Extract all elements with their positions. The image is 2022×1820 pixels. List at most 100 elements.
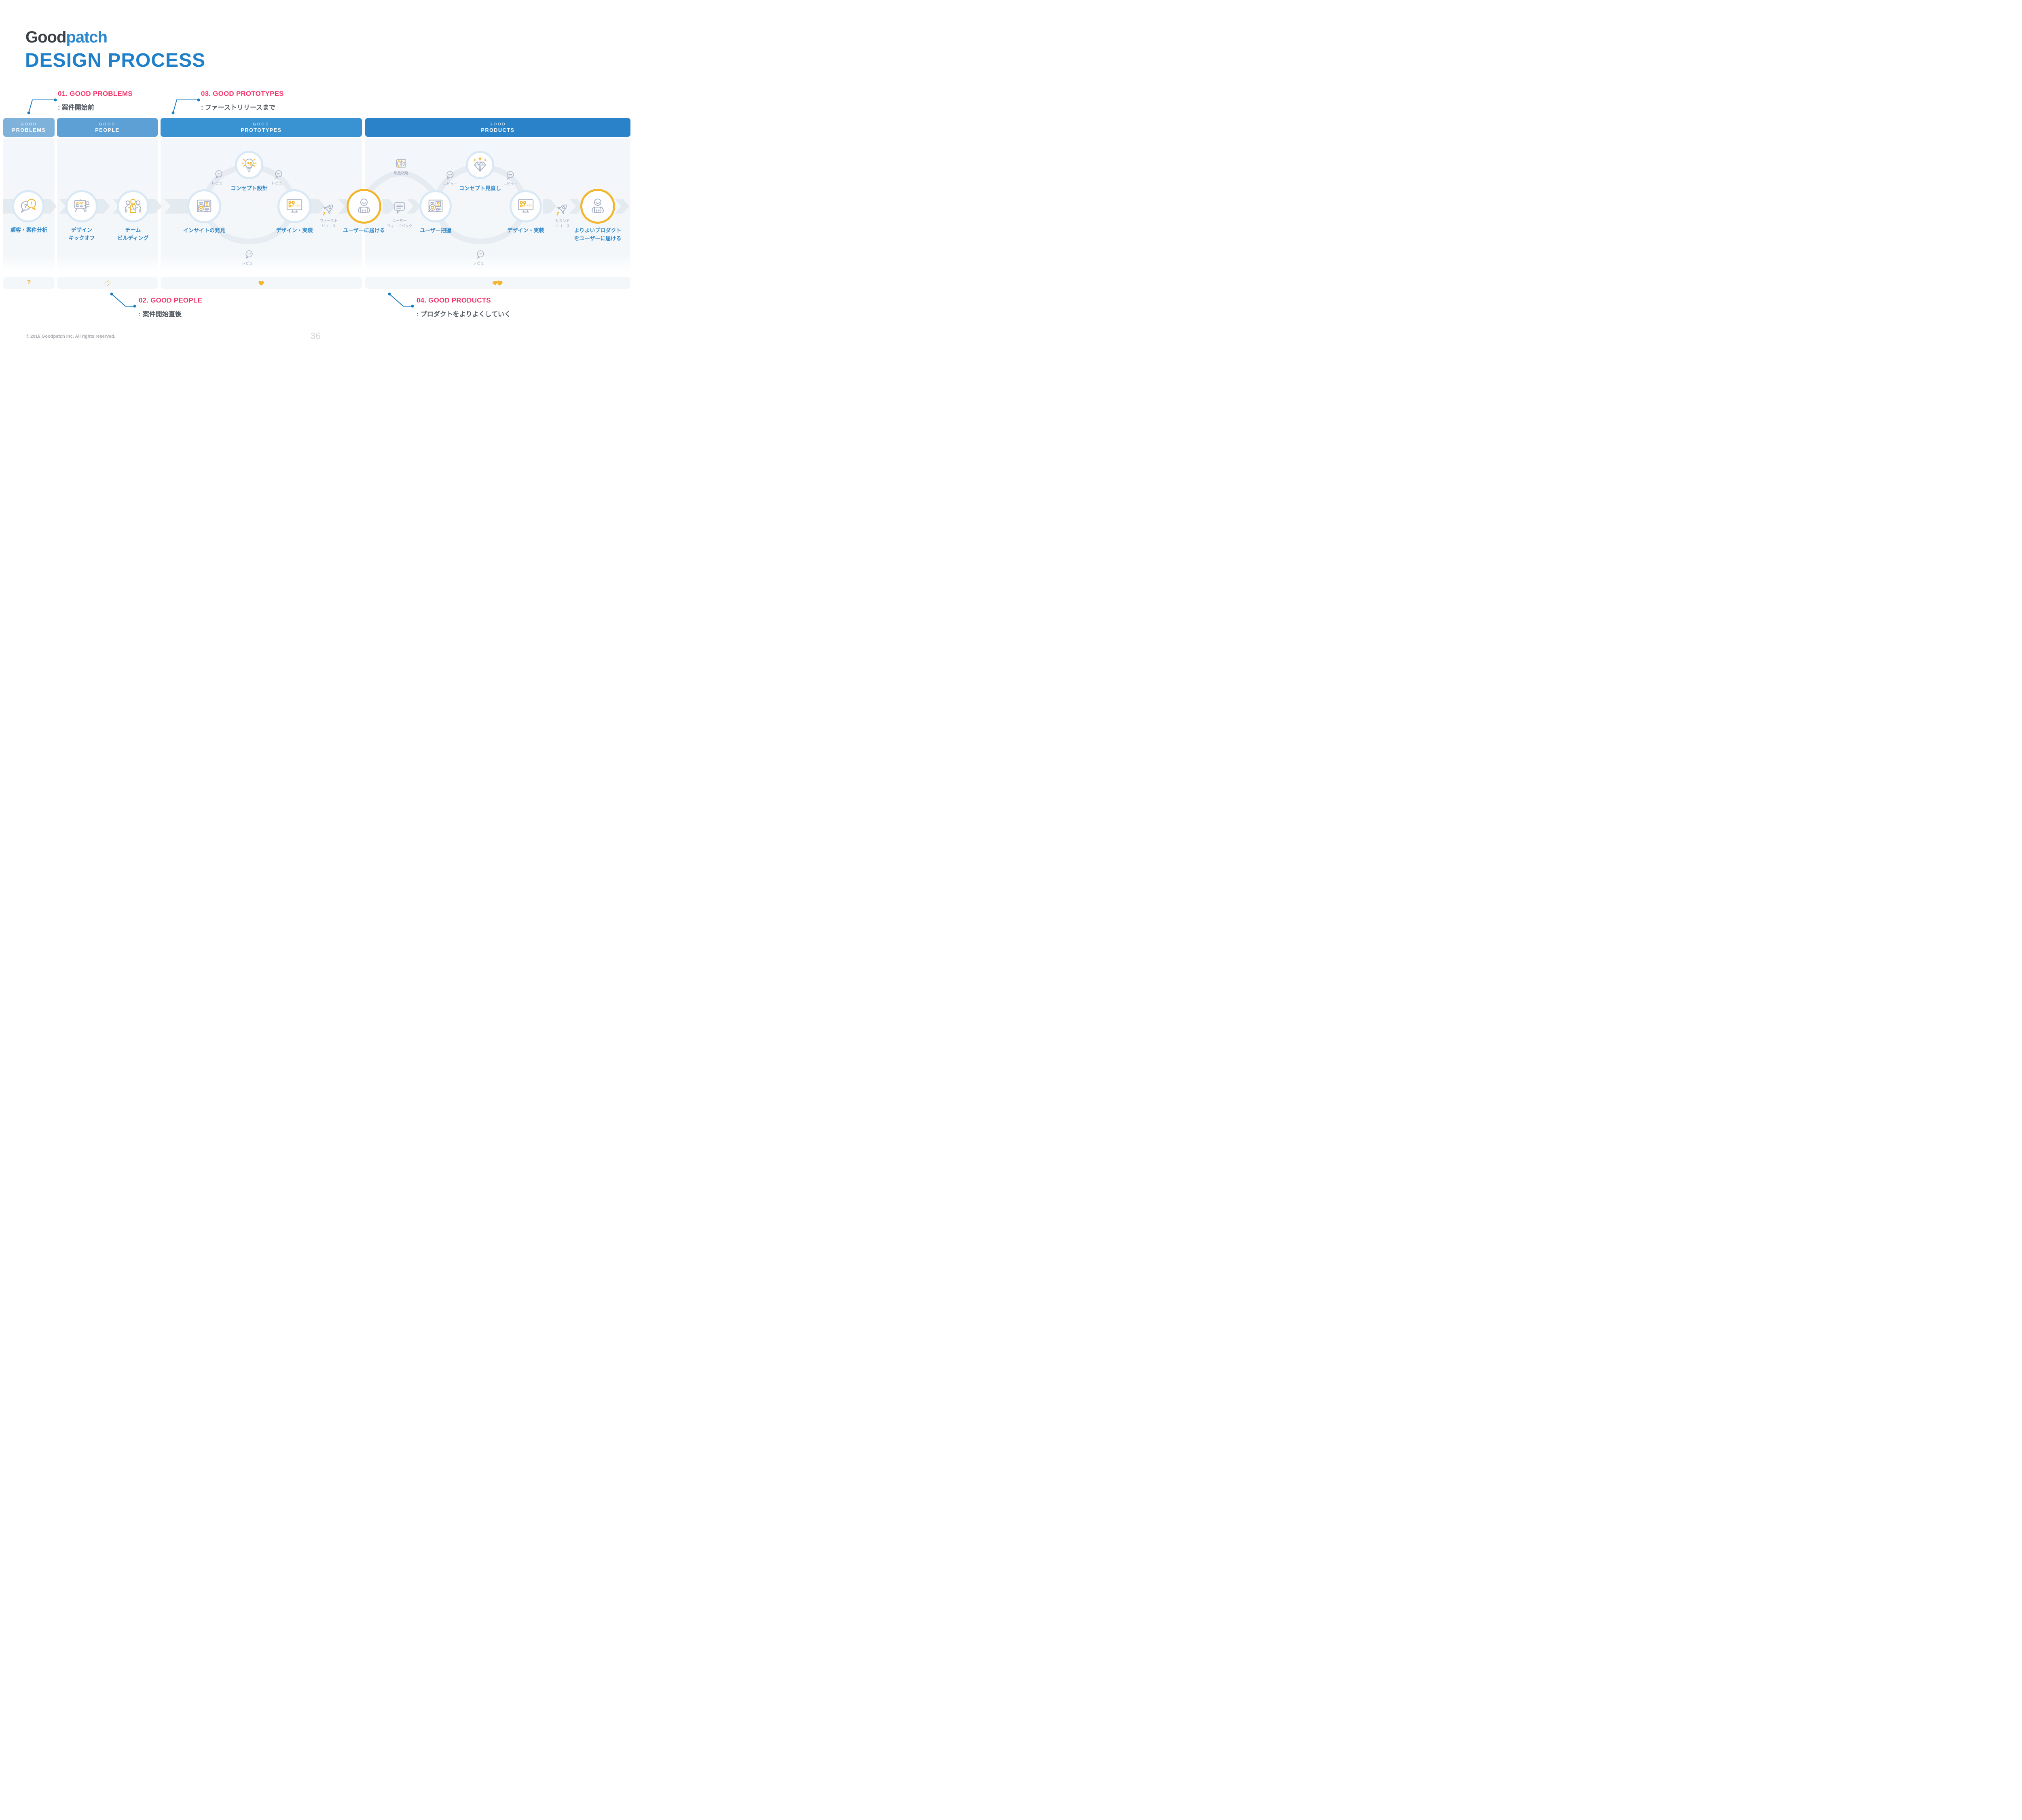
first-release-label: ファースト リリース <box>317 218 341 229</box>
review-label-products-bottom: レビュー <box>473 261 488 265</box>
strip-good-products <box>365 277 630 289</box>
kickoff-line1: デザイン <box>71 227 92 233</box>
header-good-problems-line1: GOOD <box>20 122 38 127</box>
review-bubble-icon-products-left <box>446 171 455 180</box>
step-label-design-implementation-2: デザイン・実装 <box>507 227 544 233</box>
review-bubble-icon-prototypes-left <box>214 170 223 180</box>
review-label-products-right: レビュー <box>503 182 518 186</box>
question-mark-icon: ? <box>27 279 31 286</box>
page-number: 36 <box>311 331 321 341</box>
review-bubble-icon-products-right <box>506 171 515 180</box>
monitor-code-icon: </> <box>518 199 534 213</box>
rocket-first-release-icon <box>322 203 336 216</box>
feedback-line2: フィードバック <box>387 224 412 229</box>
kickoff-line2: キックオフ <box>68 235 95 241</box>
user-feedback-icon <box>393 200 406 215</box>
person-holding-box-smile-icon <box>592 199 604 213</box>
step-node-deliver-to-users <box>347 189 381 224</box>
person-holding-box-icon <box>358 199 370 213</box>
review-bubble-icon-prototypes-right <box>274 170 283 180</box>
step-node-customer-analysis: ? ! <box>12 190 44 222</box>
rocket-second-release-icon <box>556 203 569 216</box>
callout-03-label: 03. GOOD PROTOTYPES <box>201 90 284 97</box>
step-label-user-grasp: ユーザー把握 <box>420 227 451 233</box>
user-feedback-label: ユーザー フィードバック <box>385 218 414 229</box>
feedback-line1: ユーザー <box>392 219 407 223</box>
team-people-icon <box>125 199 142 213</box>
review-label-prototypes-bottom: レビュー <box>241 261 256 265</box>
column-header-good-people: GOOD PEOPLE <box>57 118 158 137</box>
step-label-deliver-better-product: よりよいプロダクト をユーザーに届ける <box>562 226 633 242</box>
first-release-line2: リリース <box>321 224 336 229</box>
first-release-line1: ファースト <box>319 219 338 223</box>
column-header-good-products: GOOD PRODUCTS <box>365 118 630 137</box>
header-good-products-line2: PRODUCTS <box>481 127 515 133</box>
strip-good-prototypes <box>161 277 362 289</box>
insight-document-magnifier-icon <box>197 199 212 212</box>
callout-04-desc: : プロダクトをよりよくしていく <box>417 311 511 318</box>
review-label-products-left: レビュー <box>442 182 457 186</box>
deliver-better-line1: よりよいプロダクト <box>574 227 622 233</box>
deliver-better-line2: をユーザーに届ける <box>574 235 622 241</box>
copyright-text: © 2016 Goodpatch Inc. All rights reserve… <box>26 334 116 339</box>
kickoff-whiteboard-icon: WOW <box>74 199 90 212</box>
step-label-customer-analysis: 顧客・案件分析 <box>10 227 47 233</box>
second-release-line2: リリース <box>555 224 570 229</box>
review-bubble-icon-products-bottom <box>476 250 485 260</box>
step-node-deliver-better-product <box>580 189 615 224</box>
diamond-sparkle-icon <box>473 156 487 172</box>
step-node-design-kickoff: WOW <box>66 190 98 222</box>
user-research-magnifier-icon <box>428 199 443 212</box>
column-header-good-prototypes: GOOD PROTOTYPES <box>161 118 362 137</box>
heart-icon <box>258 281 264 286</box>
double-heart-icon <box>493 280 503 286</box>
header-good-prototypes-line1: GOOD <box>253 122 270 127</box>
callout-01-desc: : 案件開始前 <box>58 104 94 111</box>
header-good-people-line2: PEOPLE <box>95 127 120 133</box>
second-release-label: セカンド リリース <box>550 218 575 229</box>
callout-02-desc: : 案件開始直後 <box>139 311 182 318</box>
logo-patch-text: patch <box>66 28 108 46</box>
header-good-problems-line2: PROBLEMS <box>12 127 46 133</box>
header-good-prototypes-line2: PROTOTYPES <box>241 127 282 133</box>
step-node-concept-design <box>235 151 263 179</box>
svg-text:</>: </> <box>527 203 531 207</box>
svg-text:WOW: WOW <box>76 201 84 205</box>
step-node-design-implementation-1: </> <box>277 189 311 223</box>
step-node-concept-revisit <box>466 151 494 179</box>
step-node-design-implementation-2: </> <box>510 190 542 222</box>
team-line2: ビルディング <box>117 235 149 241</box>
callout-04-label: 04. GOOD PRODUCTS <box>417 296 491 304</box>
header-good-people-line1: GOOD <box>99 122 116 127</box>
step-node-team-building <box>117 190 149 222</box>
goodpatch-logo: Goodpatch <box>25 28 108 46</box>
column-header-good-problems: GOOD PROBLEMS <box>3 118 55 137</box>
step-label-design-implementation-1: デザイン・実装 <box>276 227 313 233</box>
team-line1: チーム <box>125 227 141 233</box>
product-strategy-label: 製品戦略 <box>393 171 408 175</box>
svg-text:!: ! <box>30 201 32 207</box>
review-label-prototypes-left: レビュー <box>211 181 226 185</box>
chat-question-exclamation-icon: ? ! <box>21 199 36 214</box>
step-node-user-grasp <box>419 190 452 222</box>
strip-good-problems: ? <box>3 277 55 289</box>
dotted-heart-icon <box>104 280 110 286</box>
review-bubble-icon-prototypes-bottom <box>245 250 254 260</box>
step-node-insight-discovery <box>187 189 221 223</box>
callout-03-desc: : ファーストリリースまで <box>201 104 276 111</box>
second-release-line1: セカンド <box>555 219 570 223</box>
svg-text:</>: </> <box>295 203 300 207</box>
lightbulb-idea-icon <box>241 159 257 172</box>
step-label-deliver-to-users: ユーザーに届ける <box>343 227 385 233</box>
header-good-products-line1: GOOD <box>489 122 506 127</box>
monitor-code-icon: </> <box>286 199 302 213</box>
step-label-team-building: チーム ビルディング <box>109 226 157 242</box>
slide-design-process: Goodpatch DESIGN PROCESS 01. GOOD PROBLE… <box>0 0 634 357</box>
step-label-design-kickoff: デザイン キックオフ <box>57 226 106 242</box>
strip-good-people <box>57 277 158 289</box>
product-strategy-icon <box>395 157 407 169</box>
step-label-insight-discovery: インサイトの発見 <box>183 227 225 233</box>
page-title: DESIGN PROCESS <box>25 50 206 71</box>
logo-good-text: Good <box>25 28 66 46</box>
callout-01-label: 01. GOOD PROBLEMS <box>58 90 133 97</box>
